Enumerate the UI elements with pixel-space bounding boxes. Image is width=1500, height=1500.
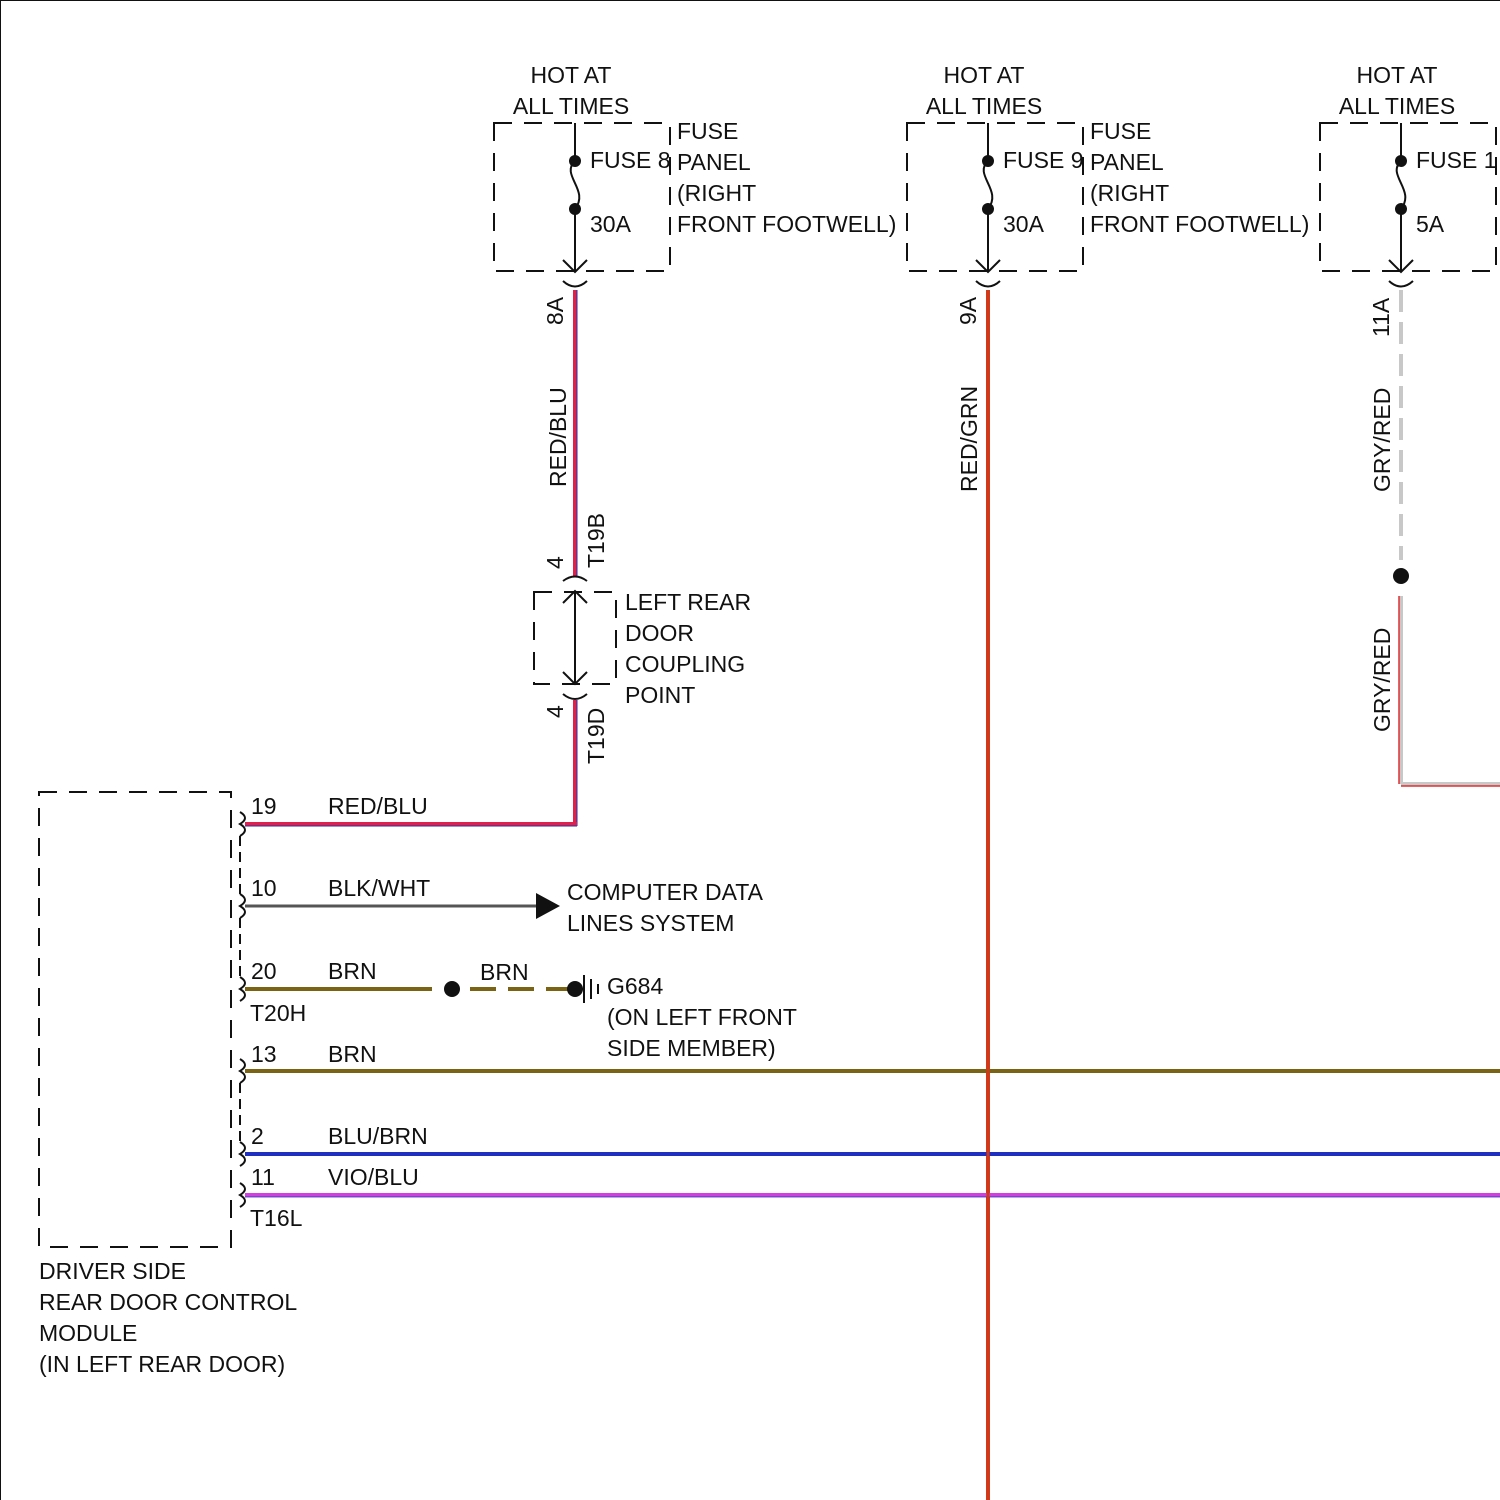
fuse-9-panel-4: FRONT FOOTWELL) [1090, 211, 1309, 237]
data-lines-arrow [536, 893, 560, 919]
coupling-top-pin: 4 [542, 556, 568, 569]
fuse-third-symbol [1397, 161, 1406, 209]
connector-a-label: T20H [250, 1000, 306, 1026]
fuse-9-panel-3: (RIGHT [1090, 180, 1169, 206]
fuse-9-terminal-label: 9A [955, 296, 981, 325]
fuse-third-terminal-label: 11A [1368, 297, 1394, 337]
fuse-8-hot-label-1: HOT AT [531, 62, 612, 88]
data-lines-label-1: COMPUTER DATA [567, 879, 764, 905]
ground-location-1: (ON LEFT FRONT [607, 1004, 797, 1030]
fuse-9-pin-socket [976, 281, 1000, 287]
module-label-1: DRIVER SIDE [39, 1258, 186, 1284]
fuse-9-hot-label-2: ALL TIMES [926, 93, 1042, 119]
brn-splice [444, 981, 460, 997]
pin-10-socket [240, 894, 245, 918]
pin-2-wire: BLU/BRN [328, 1123, 428, 1149]
fuse-9-panel-1: FUSE [1090, 118, 1151, 144]
coupling-point-group: 4 T19B 4 T19D LEFT REAR DOOR COUPLING PO… [534, 513, 751, 764]
coupling-bottom-socket [563, 694, 587, 699]
fuse-8-name: FUSE 8 [590, 147, 671, 173]
pin-2-socket [240, 1142, 245, 1166]
fuse-9-hot-label-1: HOT AT [944, 62, 1025, 88]
fuse-third-rating: 5A [1416, 211, 1445, 237]
fuse-third-name: FUSE 1 [1416, 147, 1497, 173]
gry-red-splice [1393, 568, 1409, 584]
pin-11-number: 11 [251, 1164, 275, 1190]
coupling-bottom-pin: 4 [542, 705, 568, 718]
module-label-3: MODULE [39, 1320, 137, 1346]
fuse-9-rating: 30A [1003, 211, 1045, 237]
module-label-4: (IN LEFT REAR DOOR) [39, 1351, 285, 1377]
fuse-9-symbol [984, 161, 993, 209]
fuse-8-wire-label: RED/BLU [545, 387, 571, 487]
fuse-third-pin-socket [1389, 281, 1413, 287]
coupling-top-connector: T19B [583, 513, 609, 568]
fuse-third-wire-label-upper: GRY/RED [1369, 388, 1395, 492]
coupling-top-socket [563, 577, 587, 582]
pin-20-wire: BRN [328, 958, 377, 984]
coupling-label-4: POINT [625, 682, 695, 708]
fuse-8-terminal-label: 8A [542, 296, 568, 325]
data-lines-label-2: LINES SYSTEM [567, 910, 734, 936]
pin-13-socket [240, 1059, 245, 1083]
pin-11-wire: VIO/BLU [328, 1164, 419, 1190]
fuse-9-panel-2: PANEL [1090, 149, 1164, 175]
fuse-8-hot-label-2: ALL TIMES [513, 93, 629, 119]
fuse-9-name: FUSE 9 [1003, 147, 1084, 173]
fuse-8-panel-1: FUSE [677, 118, 738, 144]
pin-20-socket [240, 977, 245, 1001]
pin-19-socket [240, 812, 245, 836]
rear-door-control-module: 19 RED/BLU 10 BLK/WHT 20 BRN T20H 13 BRN… [39, 792, 430, 1377]
pin-13-wire: BRN [328, 1041, 377, 1067]
pin-10-wire: BLK/WHT [328, 875, 430, 901]
pin-2-number: 2 [251, 1123, 264, 1149]
fuse-third-hot-label-2: ALL TIMES [1339, 93, 1455, 119]
fuse-8-panel-4: FRONT FOOTWELL) [677, 211, 896, 237]
fuse-8-rating: 30A [590, 211, 632, 237]
ground-location-2: SIDE MEMBER) [607, 1035, 776, 1061]
fuse-third-wire-label-lower: GRY/RED [1369, 628, 1395, 732]
coupling-label-1: LEFT REAR [625, 589, 751, 615]
coupling-label-2: DOOR [625, 620, 694, 646]
pin-19-wire: RED/BLU [328, 793, 428, 819]
fuse-third-group: HOT AT ALL TIMES FUSE 1 5A 11A GRY/RED G… [1320, 62, 1500, 786]
pin-11-socket [240, 1183, 245, 1207]
module-label-2: REAR DOOR CONTROL [39, 1289, 297, 1315]
fuse-third-hot-label-1: HOT AT [1357, 62, 1438, 88]
fuse-panel-box-8 [494, 123, 670, 271]
pin-20-number: 20 [251, 958, 277, 984]
fuse-8-symbol [571, 161, 580, 209]
fuse-panel-box-9 [907, 123, 1083, 271]
coupling-bottom-connector: T19D [583, 708, 609, 764]
pin-10-number: 10 [251, 875, 277, 901]
fuse-panel-box-third [1320, 123, 1496, 271]
fuse-8-group: HOT AT ALL TIMES FUSE 8 30A FUSE PANEL (… [494, 62, 896, 487]
module-box [39, 792, 231, 1247]
connector-b-label: T16L [250, 1205, 303, 1231]
fuse-9-group: HOT AT ALL TIMES FUSE 9 30A FUSE PANEL (… [907, 62, 1309, 492]
ground-wire-label: BRN [480, 959, 529, 985]
ground-name: G684 [607, 973, 663, 999]
fuse-8-pin-socket [563, 281, 587, 287]
pin-13-number: 13 [251, 1041, 277, 1067]
fuse-9-wire-label: RED/GRN [956, 386, 982, 492]
coupling-label-3: COUPLING [625, 651, 745, 677]
pin-19-number: 19 [251, 793, 277, 819]
fuse-8-panel-3: (RIGHT [677, 180, 756, 206]
fuse-8-panel-2: PANEL [677, 149, 751, 175]
